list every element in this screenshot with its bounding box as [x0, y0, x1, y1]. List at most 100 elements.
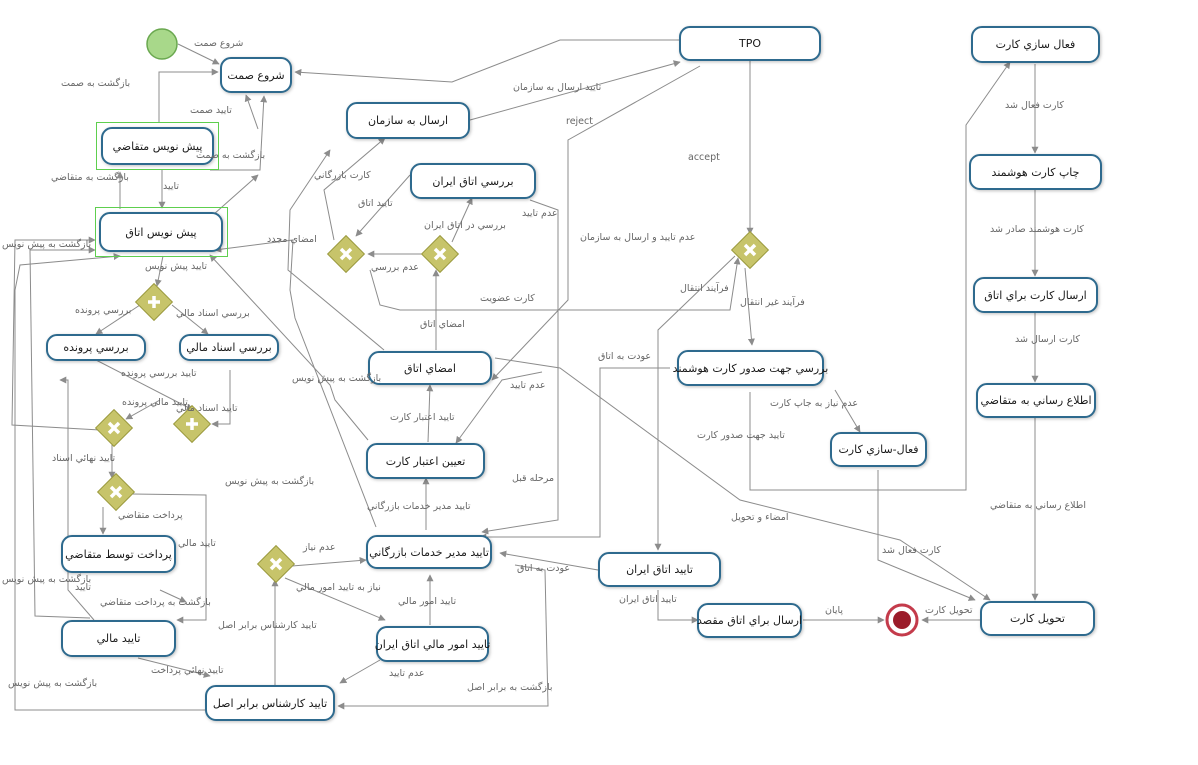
edge — [355, 174, 411, 237]
gateways — [94, 230, 770, 584]
edge-label: امضاي اتاق — [420, 319, 465, 330]
edge-label: امضاي مجدد — [267, 234, 317, 245]
task-tpo[interactable]: TPO — [679, 26, 821, 61]
edge-label: فرآيند انتقال — [680, 283, 729, 294]
task-deliver-card[interactable]: تحويل كارت — [980, 601, 1095, 636]
gateway-exclusive-icon — [96, 472, 136, 512]
edge — [339, 659, 381, 684]
edge — [657, 590, 699, 624]
edge-label: كارت بازرگاني — [314, 170, 371, 181]
end-event-core — [893, 611, 911, 629]
task-expert-confirm[interactable]: تاييد كارشناس برابر اصل — [205, 685, 335, 721]
edge-label: نياز به تاييد امور مالي — [296, 582, 381, 593]
edge — [834, 389, 861, 433]
task-send-card-chamber[interactable]: ارسال كارت براي اتاق — [973, 277, 1098, 313]
edges — [11, 39, 1039, 711]
task-commerce-manager[interactable]: تاييد مدير خدمات بازرگاني — [366, 535, 492, 569]
edge — [244, 94, 259, 130]
edge-label: بازگشت به برابر اصل — [467, 682, 553, 693]
edge — [291, 557, 367, 567]
edge-label: بازگشت به پيش نويس — [2, 239, 92, 250]
edge — [654, 255, 736, 551]
edge-label: reject — [566, 116, 593, 127]
edge-label: فرآيند غير انتقال — [740, 297, 805, 308]
edge-label: تاييد نهائي پرداخت — [151, 665, 224, 676]
edge — [177, 43, 220, 65]
task-review-iran-chamber[interactable]: بررسي اتاق ايران — [410, 163, 536, 199]
task-draft-applicant[interactable]: پيش نويس متقاضي — [101, 127, 214, 165]
task-review-file[interactable]: بررسي پرونده — [46, 334, 146, 361]
task-print-smart-card[interactable]: چاپ كارت هوشمند — [969, 154, 1102, 190]
edge — [877, 470, 976, 601]
edge-label: امضاء و تحويل — [731, 512, 789, 523]
edge-label: مرحله قبل — [512, 473, 555, 484]
edge-label: كارت فعال شد — [882, 545, 941, 556]
edge — [369, 257, 741, 311]
edge-label: تاييد مالي — [178, 538, 216, 549]
gateway-exclusive-icon — [420, 234, 460, 274]
task-activate-card-2[interactable]: فعال-سازي كارت — [830, 432, 927, 467]
edge-label: بازگشت به پيش نويس — [292, 373, 382, 384]
edge — [171, 304, 209, 335]
edge-label: عدم نياز به جاپ كارت — [770, 398, 859, 409]
task-financial-confirm[interactable]: تاييد مالي — [61, 620, 176, 657]
selection-highlight — [96, 122, 219, 170]
task-notify-applicant[interactable]: اطلاع رساني به متقاضي — [976, 383, 1096, 418]
edge — [211, 370, 231, 428]
edge-label: تاييد امور مالي — [398, 596, 457, 607]
task-send-organization[interactable]: ارسال به سازمان — [346, 102, 470, 139]
task-iran-financial[interactable]: تاييد امور مالي اتاق ايران — [375, 626, 490, 662]
task-pay-applicant[interactable]: پرداخت توسط متقاضي — [61, 535, 176, 573]
task-chamber-signature[interactable]: امضاي اتاق — [368, 351, 492, 385]
edge-label: شروع صمت — [194, 38, 244, 49]
edge-label: عودت به اتاق — [517, 563, 571, 574]
edge — [451, 197, 473, 243]
edge-label: تاييد — [75, 582, 92, 593]
edge-label: كارت عضويت — [480, 293, 535, 304]
edge — [14, 253, 205, 711]
gateway-exclusive-icon — [326, 234, 366, 274]
edge — [749, 61, 1011, 491]
edge — [214, 239, 377, 528]
gateway-parallel-icon — [172, 404, 212, 444]
edge-label: تاييد صمت — [190, 105, 232, 116]
edge — [284, 577, 386, 621]
edge — [491, 65, 701, 381]
edge — [158, 68, 219, 122]
edge-label: بررسي اسناد مالي — [176, 308, 250, 319]
task-draft-chamber[interactable]: پيش نويس اتاق — [99, 212, 223, 252]
task-start-work[interactable]: شروع صمت — [220, 57, 292, 93]
edge — [59, 376, 95, 621]
edge-label: تاييد مدير خدمات بازرگاني — [367, 501, 471, 512]
edge — [95, 304, 141, 335]
edge-label: بازگشت به پيش نويس — [2, 574, 92, 585]
gateway-parallel-icon — [134, 282, 174, 322]
edge — [455, 371, 543, 444]
edge-label: تاييد مالي پرونده — [122, 397, 188, 408]
edge-label: عدم نياز — [303, 542, 336, 553]
task-card-validity[interactable]: تعيين اعتبار كارت — [366, 443, 485, 479]
edge-label: پايان — [825, 605, 844, 616]
edge-label: تاييد اتاق — [358, 198, 393, 209]
edge — [323, 137, 386, 241]
task-activate-card[interactable]: فعال سازي كارت — [971, 26, 1100, 63]
edge — [125, 399, 161, 420]
edge — [95, 359, 194, 411]
edge — [287, 149, 385, 351]
task-iran-chamber-confirm[interactable]: تاييد اتاق ايران — [598, 552, 721, 587]
edge-label: عدم تاييد و ارسال به سازمان — [580, 232, 696, 243]
edge-label: اطلاع رساني به متقاضي — [990, 500, 1086, 511]
edge — [479, 367, 670, 541]
edge-label: تاييد كارشناس برابر اصل — [218, 620, 317, 631]
task-review-smart-card[interactable]: بررسي جهت صدور كارت هوشمند — [673, 350, 828, 386]
edge — [11, 236, 101, 431]
task-send-destination[interactable]: ارسال براي اتاق مقصد — [697, 603, 802, 638]
start-event-icon — [146, 28, 178, 60]
edge — [154, 255, 164, 287]
edge-label: تاييد — [163, 181, 180, 192]
edge-label: بازگشت به پيش نويس — [8, 678, 98, 689]
gateway-exclusive-icon — [730, 230, 770, 270]
task-review-financial[interactable]: بررسي اسناد مالي — [179, 334, 279, 361]
gateway-exclusive-icon — [94, 408, 134, 448]
